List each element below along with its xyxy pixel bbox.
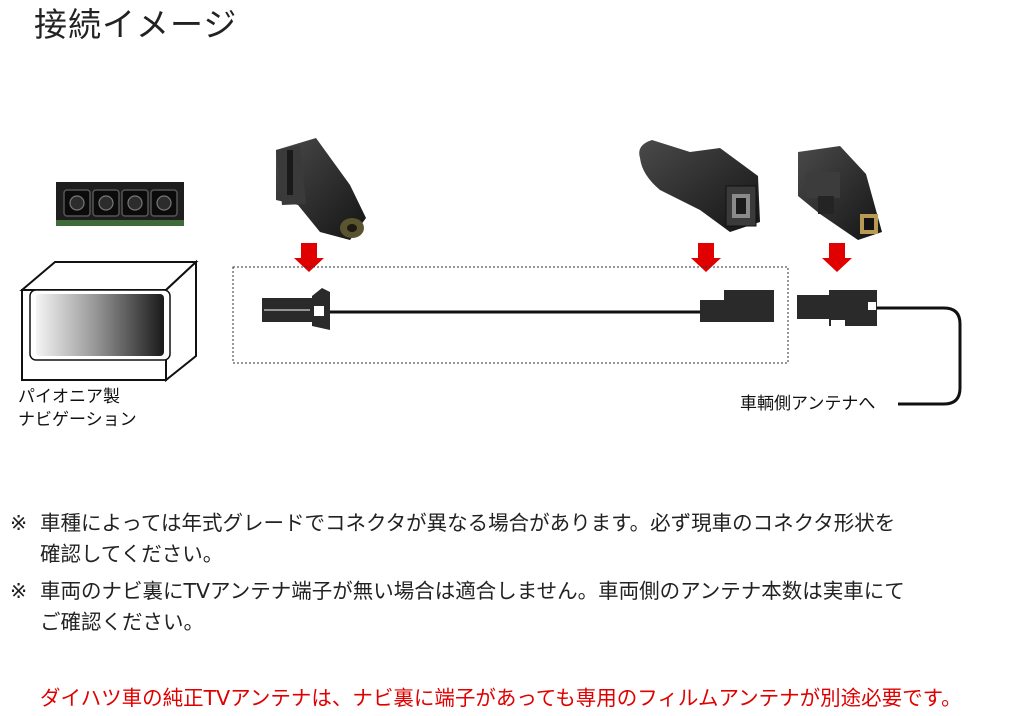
- vehicle-antenna-cable: [797, 290, 962, 406]
- down-arrow-icon: [691, 243, 721, 272]
- navi-side-plug-photo-icon: [276, 138, 366, 240]
- navi-label-line: ナビゲーション: [18, 410, 137, 430]
- note-line: 車両のナビ裏にTVアンテナ端子が無い場合は適合しません。車両側のアンテナ本数は実…: [40, 579, 905, 603]
- down-arrow-icon: [822, 243, 852, 272]
- note-line: ご確認ください。: [40, 610, 204, 634]
- conversion-cable: [262, 288, 774, 330]
- vehicle-side-plug-photo-icon: [798, 146, 882, 240]
- page-title: 接続イメージ: [34, 5, 238, 44]
- down-arrow-icon: [294, 243, 324, 272]
- note-mark: ※: [10, 511, 28, 535]
- note-line: 確認してください。: [40, 542, 224, 566]
- note-item: ※ 車種によっては年式グレードでコネクタが異なる場合があります。必ず現車のコネク…: [10, 508, 1020, 570]
- navi-antenna-terminal-icon: [56, 182, 184, 226]
- navi-label-line: パイオニア製: [18, 387, 120, 407]
- warning-text: ダイハツ車の純正TVアンテナは、ナビ裏に端子があっても専用のフィルムアンテナが別…: [40, 686, 962, 710]
- navi-label: パイオニア製 ナビゲーション: [18, 386, 137, 432]
- navigation-unit-icon: [19, 259, 199, 383]
- relay-plug-photo-icon: [639, 140, 760, 232]
- notes-section: ※ 車種によっては年式グレードでコネクタが異なる場合があります。必ず現車のコネク…: [10, 508, 1020, 644]
- product-scope-box: [232, 266, 789, 364]
- arrow-group: [294, 243, 852, 272]
- note-item: ※ 車両のナビ裏にTVアンテナ端子が無い場合は適合しません。車両側のアンテナ本数…: [10, 576, 1020, 638]
- antenna-label: 車輌側アンテナへ: [740, 394, 876, 414]
- note-line: 車種によっては年式グレードでコネクタが異なる場合があります。必ず現車のコネクタ形…: [40, 511, 896, 535]
- note-mark: ※: [10, 579, 28, 603]
